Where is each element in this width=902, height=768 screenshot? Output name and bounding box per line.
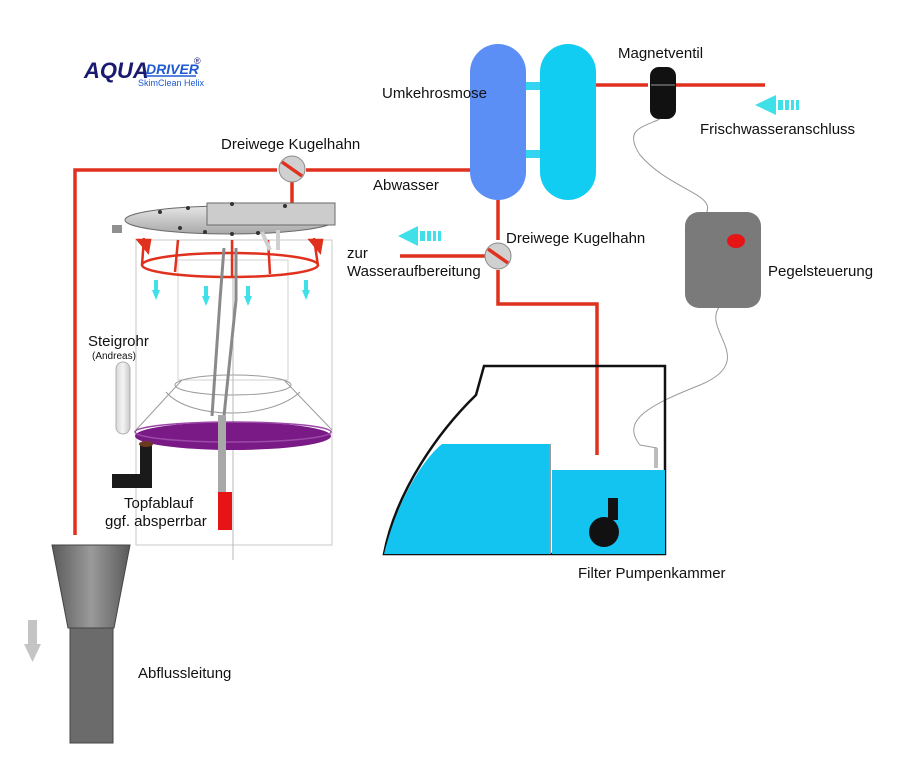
flow-arrow-drain-down [24,620,41,662]
label-absperrbar: ggf. absperrbar [105,513,207,530]
cable-controller-to-sensor [633,305,728,449]
magnetic-valve-icon[interactable] [650,67,676,119]
label-dreiwege-top: Dreiwege Kugelhahn [221,136,360,153]
label-dreiwege-mid: Dreiwege Kugelhahn [506,230,645,247]
skimmer-cone [135,379,333,431]
ro-connector-bottom [522,150,542,158]
controller-led [727,234,745,248]
drain-pipe [69,627,114,744]
flow-arrow-icon [755,95,776,115]
label-abflussleitung: Abflussleitung [138,665,231,682]
label-pegelsteuerung: Pegelsteuerung [768,263,873,280]
aquadriver-logo: AQUA DRIVER ® SkimClean Helix [83,56,205,88]
float-sensor [218,492,232,530]
reverse-osmosis-unit [470,44,596,200]
label-andreas: (Andreas) [92,351,136,362]
label-umkehrosmose: Umkehrosmose [382,85,487,102]
label-zur: zur [347,245,368,262]
label-frischwasser: Frischwasseranschluss [700,121,855,138]
logo-brand-aqua: AQUA [83,58,149,83]
label-filter-pumpenkammer: Filter Pumpenkammer [578,565,726,582]
riser-tube [115,361,131,435]
level-sensor-probe [654,448,658,468]
level-sensor-icon [685,212,761,308]
sensor-cables [633,118,728,449]
ro-membrane-right [540,44,596,200]
cup-drain [112,441,153,488]
label-steigrohr: Steigrohr [88,333,149,350]
pipe-to-filter [496,270,599,455]
pipe-network [73,83,765,535]
skimmer-ring [135,422,331,450]
ro-connector-top [522,82,542,90]
cable-solenoid-to-controller [633,118,708,216]
flow-arrow-fresh-water [755,95,799,115]
three-way-valve-middle[interactable] [484,242,512,270]
logo-product-name: SkimClean Helix [138,78,205,88]
label-wasseraufbereitung: Wasseraufbereitung [347,263,481,280]
spray-ring [135,237,324,279]
filter-sump [382,364,667,556]
logo-brand-driver: DRIVER [146,61,200,77]
label-topfablauf: Topfablauf [124,495,194,512]
spray-arrows [152,280,310,306]
drain-funnel [51,544,131,744]
flow-arrow-water-treatment [398,226,441,246]
water-left [384,444,549,554]
pump-icon[interactable] [589,498,619,547]
pipe-waste-to-drain [73,168,277,535]
logo-registered-mark: ® [194,56,201,66]
arrow-down-icon [24,644,41,662]
ro-membrane-left [470,44,526,200]
label-abwasser: Abwasser [373,177,439,194]
three-way-valve-top[interactable] [278,155,306,183]
label-magnetventil: Magnetventil [618,45,703,62]
level-controller [685,212,761,308]
flow-arrow-icon [398,226,418,246]
skimmer-body [135,239,333,546]
protein-skimmer [112,202,336,560]
sump-outline [382,364,667,556]
